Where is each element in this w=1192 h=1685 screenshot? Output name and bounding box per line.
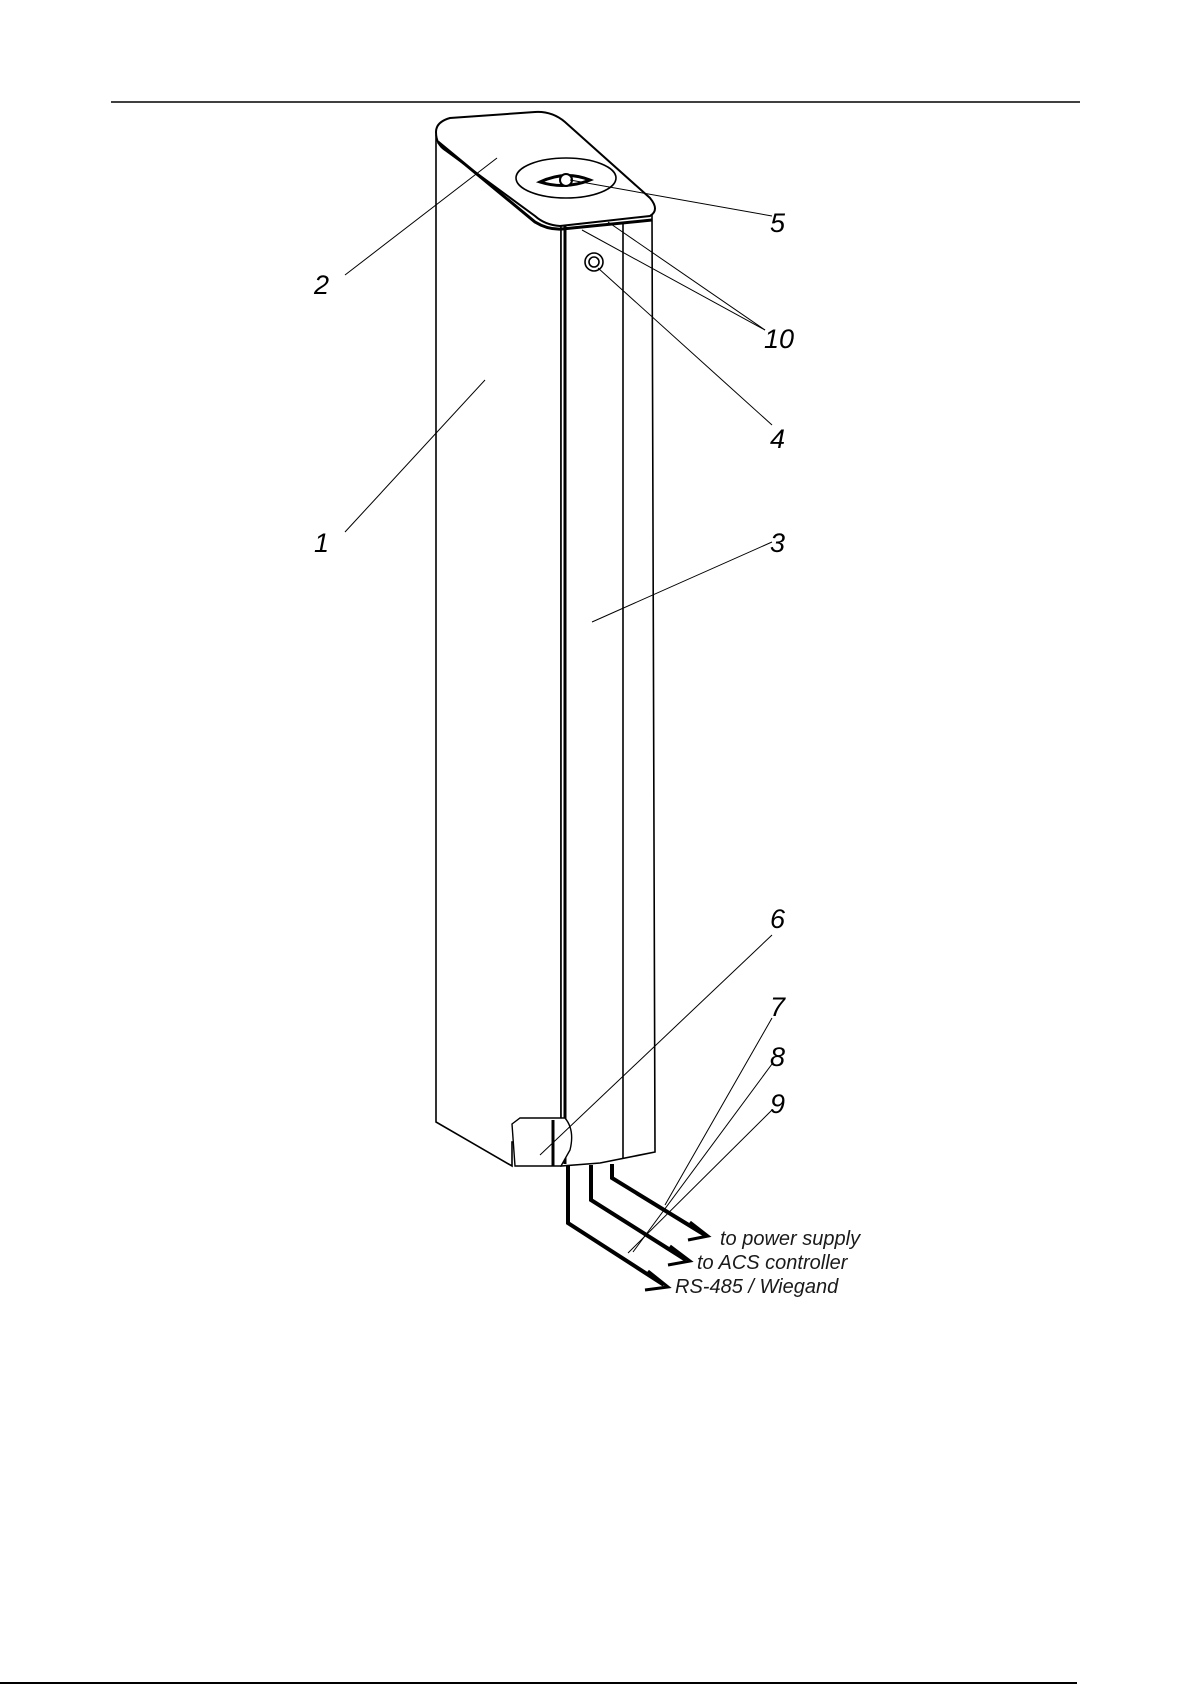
label-rs485-wiegand: RS-485 / Wiegand (675, 1276, 839, 1298)
connection-labels: to power supply to ACS controller RS-485… (675, 1228, 861, 1298)
callout-6: 6 (770, 904, 786, 934)
cable-entry (511, 1117, 573, 1167)
callout-5: 5 (770, 208, 786, 238)
pillar-body (434, 110, 656, 1168)
callout-labels: 5 2 10 4 1 3 6 7 8 9 (313, 208, 794, 1119)
label-acs-controller: to ACS controller (697, 1252, 849, 1274)
callout-8: 8 (770, 1042, 785, 1072)
cables (566, 1164, 712, 1292)
callout-4: 4 (770, 424, 785, 454)
label-power-supply: to power supply (720, 1228, 861, 1250)
callout-2: 2 (313, 270, 329, 300)
callout-3: 3 (770, 528, 785, 558)
callout-9: 9 (770, 1089, 785, 1119)
leader-lines (344, 157, 773, 1254)
callout-10: 10 (764, 324, 794, 354)
callout-7: 7 (770, 992, 786, 1022)
callout-1: 1 (314, 528, 329, 558)
